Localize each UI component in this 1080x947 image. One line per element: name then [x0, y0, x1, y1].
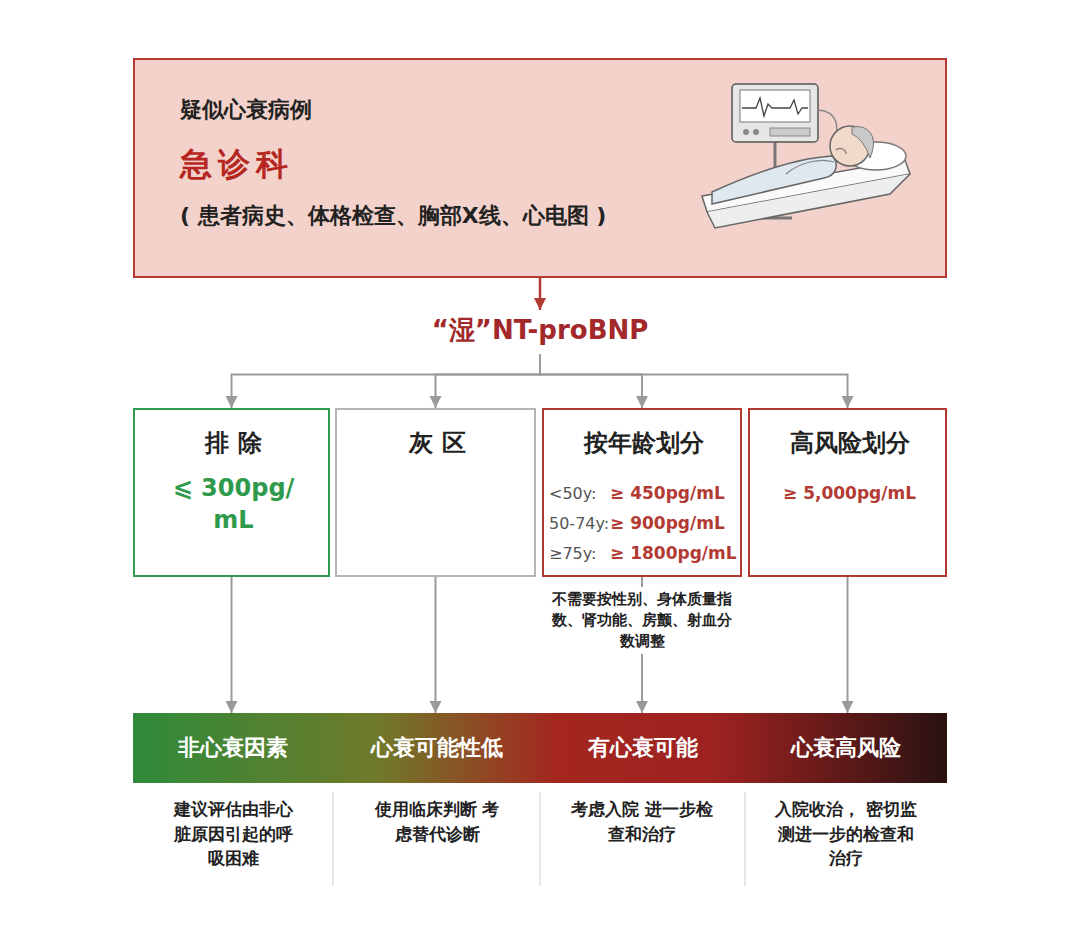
test-label: “湿”NT-proBNP	[300, 310, 780, 355]
result-band: 心衰高风险	[745, 713, 947, 783]
node-text: 有心衰可能	[540, 734, 745, 762]
node-text: 疑似心衰病例	[180, 96, 312, 124]
emergency-box: 疑似心衰病例急诊科 ( 患者病史、体格检查、胸部X线、心电图 )	[133, 58, 947, 278]
node-text: 排 除	[135, 428, 332, 458]
node-text: 50-74y:	[549, 514, 609, 534]
high-risk-box: 高风险划分 ≥ 5,000pg/mL	[748, 408, 947, 577]
grey-zone-box: 灰 区	[335, 408, 536, 577]
node-text: 灰 区	[337, 428, 538, 458]
node-text: ≥ 900pg/mL	[610, 513, 725, 534]
advice-text: 建议评估由非心脏原因引起的呼吸困难	[170, 797, 296, 871]
result-band: 心衰可能性低	[333, 713, 540, 783]
flow-arrow	[232, 355, 541, 409]
flow-arrow	[540, 355, 848, 409]
patient-illustration	[702, 84, 910, 228]
result-band: 非心衰因素	[133, 713, 333, 783]
flow-arrow	[435, 577, 437, 713]
advice-text: 使用临床判断 考虑替代诊断	[374, 797, 500, 846]
node-text: 心衰可能性低	[333, 734, 540, 762]
node-text: ≥ 5,000pg/mL	[750, 483, 949, 504]
rule-out-box: 排 除 ⩽ 300pg/mL	[133, 408, 330, 577]
flow-arrow	[540, 355, 642, 409]
node-text: ≥75y:	[549, 544, 596, 564]
advice-text: 考虑入院 进一步检查和治疗	[567, 797, 717, 846]
flow-arrow	[847, 577, 849, 713]
panel-fill	[134, 59, 946, 277]
flow-arrow	[231, 577, 233, 713]
column-separators	[333, 792, 745, 886]
age-cutoff-box: 按年龄划分 <50y: ≥ 450pg/mL50-74y:≥ 900pg/mL ≥75…	[542, 408, 742, 577]
advice-text: 入院收治， 密切监测进一步的检查和治疗	[771, 797, 921, 871]
node-text: <50y:	[549, 484, 596, 504]
flow-arrow	[539, 278, 542, 310]
node-text: ≥ 450pg/mL	[610, 483, 725, 504]
note-text: 不需要按性别、身体质量指数、肾功能、房颤、射血分数调整	[552, 587, 732, 654]
node-text: ≥ 1800pg/mL	[610, 543, 737, 564]
node-text: 高风险划分	[750, 428, 949, 458]
node-text: 心衰高风险	[745, 734, 947, 762]
result-band: 有心衰可能	[540, 713, 745, 783]
node-text: ⩽ 300pg/mL	[168, 472, 299, 537]
node-text: “湿”NT-proBNP	[300, 314, 780, 347]
node-text: 急诊科	[180, 144, 294, 184]
node-text: 非心衰因素	[133, 734, 333, 762]
node-text: 按年龄划分	[544, 428, 744, 458]
flow-arrow	[436, 355, 541, 409]
node-text: ( 患者病史、体格检查、胸部X线、心电图 )	[180, 202, 606, 230]
